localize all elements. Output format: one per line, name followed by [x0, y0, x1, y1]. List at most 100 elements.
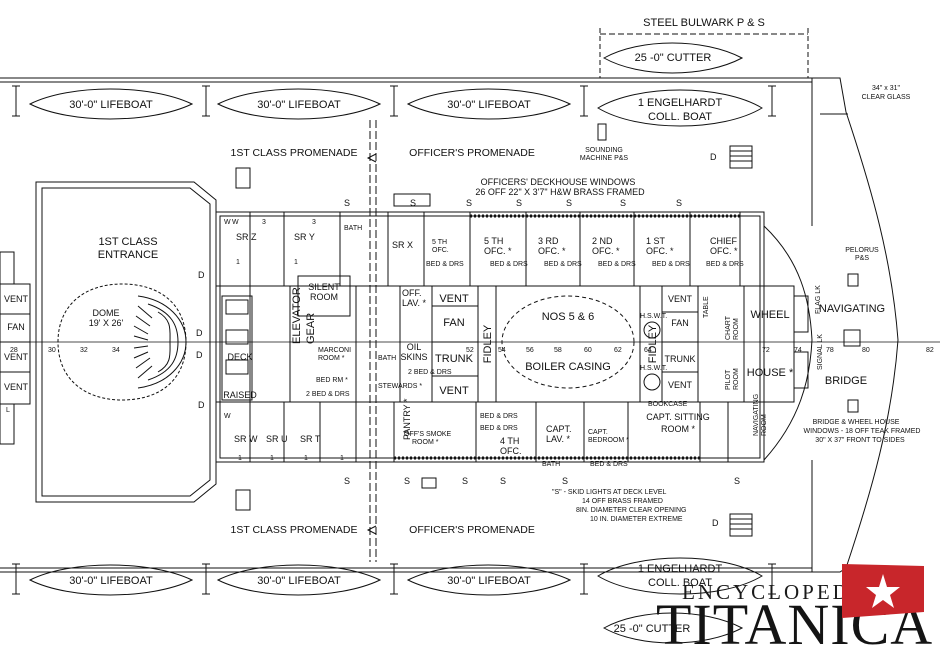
hswt-tank-bottom: [643, 373, 661, 391]
silent-room-box: [297, 275, 351, 317]
bed-label: BED & DRS: [598, 261, 636, 268]
bridge-note: 30" X 37" FRONT TO SIDES: [815, 437, 905, 444]
frame-number: 60: [584, 347, 592, 354]
cutter-label: 25 -0" CUTTER: [635, 52, 712, 64]
lifeboat-bottom-1: [28, 564, 194, 596]
bed-label: 2 BED & DRS: [306, 391, 350, 398]
bed-rm-label: BED RM *: [316, 377, 348, 384]
lifeboat-label: 30'-0" LIFEBOAT: [257, 99, 341, 111]
collapsible-label: 1 ENGELHARDT: [638, 97, 723, 109]
hswt-label: H.S.W.T.: [640, 365, 667, 372]
wheelhouse-outline: [743, 285, 795, 403]
washbasin-marker: W: [224, 413, 231, 420]
stair-down-marker: D: [196, 350, 203, 360]
vent-label: VENT: [4, 382, 29, 392]
casing-label: NOS 5 & 6: [542, 311, 595, 323]
bridge-front: [763, 225, 813, 461]
off-lav-label: OFF.: [402, 288, 422, 298]
clear-glass-label: 34" x 31": [872, 85, 900, 92]
pelorus-starboard: [843, 329, 861, 347]
promenade-arrow-top: [366, 153, 377, 163]
lifeboat-label: 30'-0" LIFEBOAT: [447, 99, 531, 111]
skid-light-marker: S: [500, 476, 506, 486]
entrance-title: ENTRANCE: [98, 249, 159, 261]
oil-skins-label: SKINS: [400, 352, 427, 362]
fidley-label: FIDLEY: [482, 324, 494, 363]
navigating-bridge-label: NAVIGATING: [819, 303, 885, 315]
trunk-label: TRUNK: [665, 354, 696, 364]
cutter-top: [602, 42, 744, 74]
flag-locker-label: FLAG LK: [815, 285, 822, 314]
frame-number: 64: [644, 347, 652, 354]
pelorus-label: PELORUS: [845, 247, 879, 254]
trunk-label: TRUNK: [435, 353, 474, 365]
skid-note: 14 OFF BRASS FRAMED: [582, 498, 663, 505]
captain-lav-label: LAV. *: [546, 434, 571, 444]
captain-sitting-room-label: ROOM *: [661, 424, 695, 434]
fan-label: FAN: [671, 318, 689, 328]
table-label: TABLE: [703, 296, 710, 318]
frame-number: 54: [498, 347, 506, 354]
promenade-arrow-bottom: [366, 525, 377, 535]
stairs-bottom: [729, 513, 753, 537]
skid-light-marker: S: [676, 198, 682, 208]
skid-light-marker: S: [562, 476, 568, 486]
wheel-house-label: HOUSE *: [747, 367, 794, 379]
collapsible-label: 1 ENGELHARDT: [638, 563, 723, 575]
markers: S S S S S S S S S S S S S D D D D D D W …: [6, 152, 740, 528]
collapsible-top: [597, 89, 763, 127]
deckhouse-outline: [215, 211, 765, 463]
center-rooms: SILENT ROOM ELEVATOR GEAR MARCONI ROOM *…: [291, 282, 740, 398]
bath-label: BATH: [542, 461, 560, 468]
skid-light-marker: S: [620, 198, 626, 208]
lifeboat-top-3: [406, 88, 572, 120]
skid-light-marker: S: [344, 198, 350, 208]
skid-light-marker: S: [410, 198, 416, 208]
bed-label: BED & DRS: [426, 261, 464, 268]
stair-down-marker: D: [198, 270, 205, 280]
staterooms-bottom: SR W SR U SR T PANTRY * OFF'S SMOKE ROOM…: [234, 394, 768, 468]
officer-cabins: 5 TH OFC. 5 TH OFC. * 3 RD OFC. * 2 ND O…: [426, 236, 744, 268]
lifeboat-label: 30'-0" LIFEBOAT: [447, 575, 531, 587]
frame-number: 56: [526, 347, 534, 354]
frame-number: 80: [862, 347, 870, 354]
collapsible-bottom: [597, 557, 763, 595]
bunk-marker: 3: [262, 219, 266, 226]
davits: [12, 85, 776, 595]
promenade-label: 1ST CLASS PROMENADE: [230, 524, 357, 536]
bed-label: BED & DRS: [480, 425, 518, 432]
skid-note: "S" - SKID LIGHTS AT DECK LEVEL: [552, 489, 667, 496]
cabin-label: OFC.: [432, 247, 449, 254]
frame-number: 32: [80, 347, 88, 354]
washbasin-marker: W: [232, 219, 239, 226]
cabin-label: 1 ST: [646, 236, 666, 246]
skid-light-marker: S: [462, 476, 468, 486]
lifeboat-bottom-2: [216, 564, 382, 596]
captain-bedroom-label: BEDROOM *: [588, 437, 629, 444]
stair-down-marker: D: [712, 518, 719, 528]
bridge-note: WINDOWS - 18 OFF TEAK FRAMED: [804, 428, 921, 435]
vent-label: VENT: [668, 380, 693, 390]
signal-locker-label: SIGNAL LK: [817, 334, 824, 370]
bed-label: BED & DRS: [480, 413, 518, 420]
cabin-label: CHIEF: [710, 236, 738, 246]
cutter-label: 25 -0" CUTTER: [614, 623, 691, 635]
smoke-room-label: OFF'S SMOKE: [404, 431, 452, 438]
collapsible-label: COLL. BOAT: [648, 111, 712, 123]
smoke-room-label: ROOM *: [412, 439, 439, 446]
bed-label: BED & DRS: [544, 261, 582, 268]
skid-light-marker: S: [466, 198, 472, 208]
hswt-tank-top: [643, 321, 661, 339]
locker-marker: L: [6, 407, 10, 414]
pilot-room-label: ROOM: [733, 368, 740, 390]
lifeboat-labels-top: 30'-0" LIFEBOAT 30'-0" LIFEBOAT 30'-0" L…: [69, 52, 722, 123]
skid-note: 8IN. DIAMETER CLEAR OPENING: [576, 507, 686, 514]
cabin-label: OFC. *: [484, 246, 512, 256]
stateroom-label: SR T: [300, 434, 321, 444]
bed-label: BED & DRS: [590, 461, 628, 468]
deckhouse-note: 26 OFF 22" X 3'7" H&W BRASS FRAMED: [475, 187, 645, 197]
stateroom-label: SR W: [234, 434, 258, 444]
frame-number: 58: [554, 347, 562, 354]
